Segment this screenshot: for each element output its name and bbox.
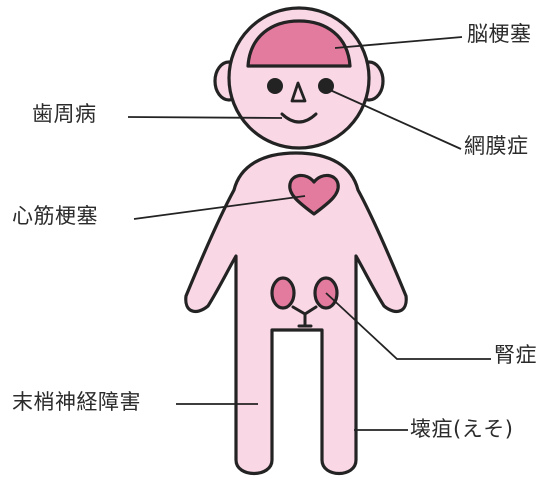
label-periodontal-disease: 歯周病 — [32, 102, 97, 126]
label-cerebral-infarction: 脳梗塞 — [467, 22, 532, 46]
label-gangrene: 壊疽(えそ) — [410, 417, 514, 441]
left-eye — [267, 78, 283, 94]
brain-shape — [246, 19, 352, 68]
urinary-tract — [291, 305, 318, 328]
nose — [290, 81, 307, 103]
mouth — [280, 112, 318, 124]
kidney-left — [270, 276, 296, 310]
body-outline — [184, 151, 408, 475]
leader-kidney — [325, 292, 491, 360]
leader-retina — [329, 89, 462, 150]
label-retinopathy: 網膜症 — [464, 134, 529, 158]
label-peripheral-neuropathy: 末梢神経障害 — [12, 390, 141, 414]
label-nephropathy: 腎症 — [494, 343, 537, 367]
leader-heart — [133, 195, 306, 220]
leader-brain — [334, 36, 463, 49]
leader-gum — [127, 116, 283, 119]
heart-shape — [288, 173, 340, 216]
label-myocardial-infarction: 心筋梗塞 — [12, 204, 98, 228]
